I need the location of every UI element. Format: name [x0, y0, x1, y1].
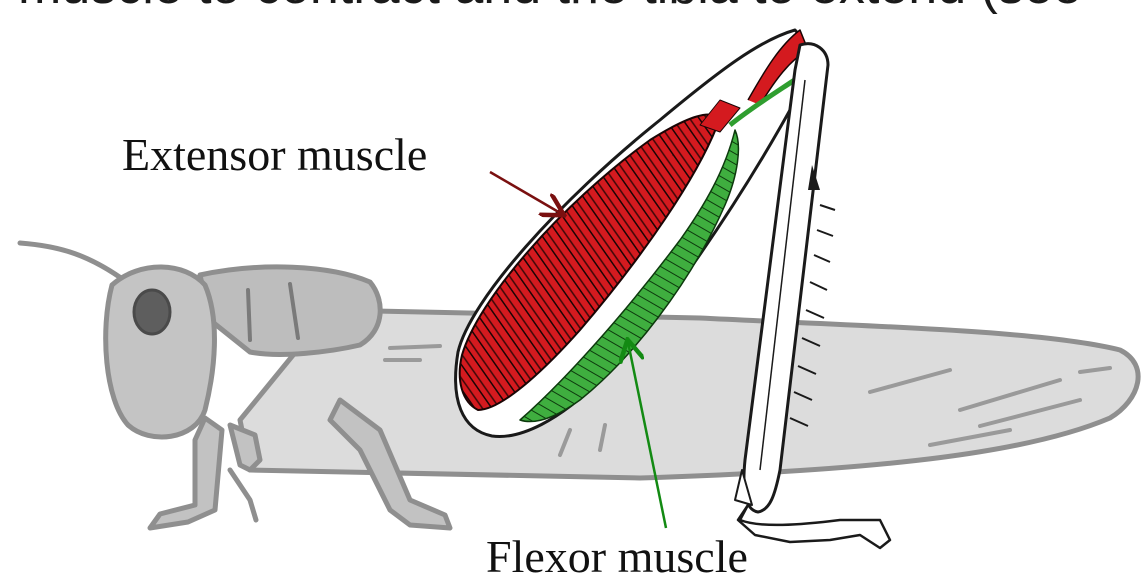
antenna — [20, 243, 128, 283]
flexor-muscle-label: Flexor muscle — [486, 532, 748, 582]
eye — [134, 290, 170, 334]
extensor-muscle-label: Extensor muscle — [122, 130, 427, 180]
extensor-arrow — [490, 172, 562, 214]
pronotum — [200, 267, 380, 355]
